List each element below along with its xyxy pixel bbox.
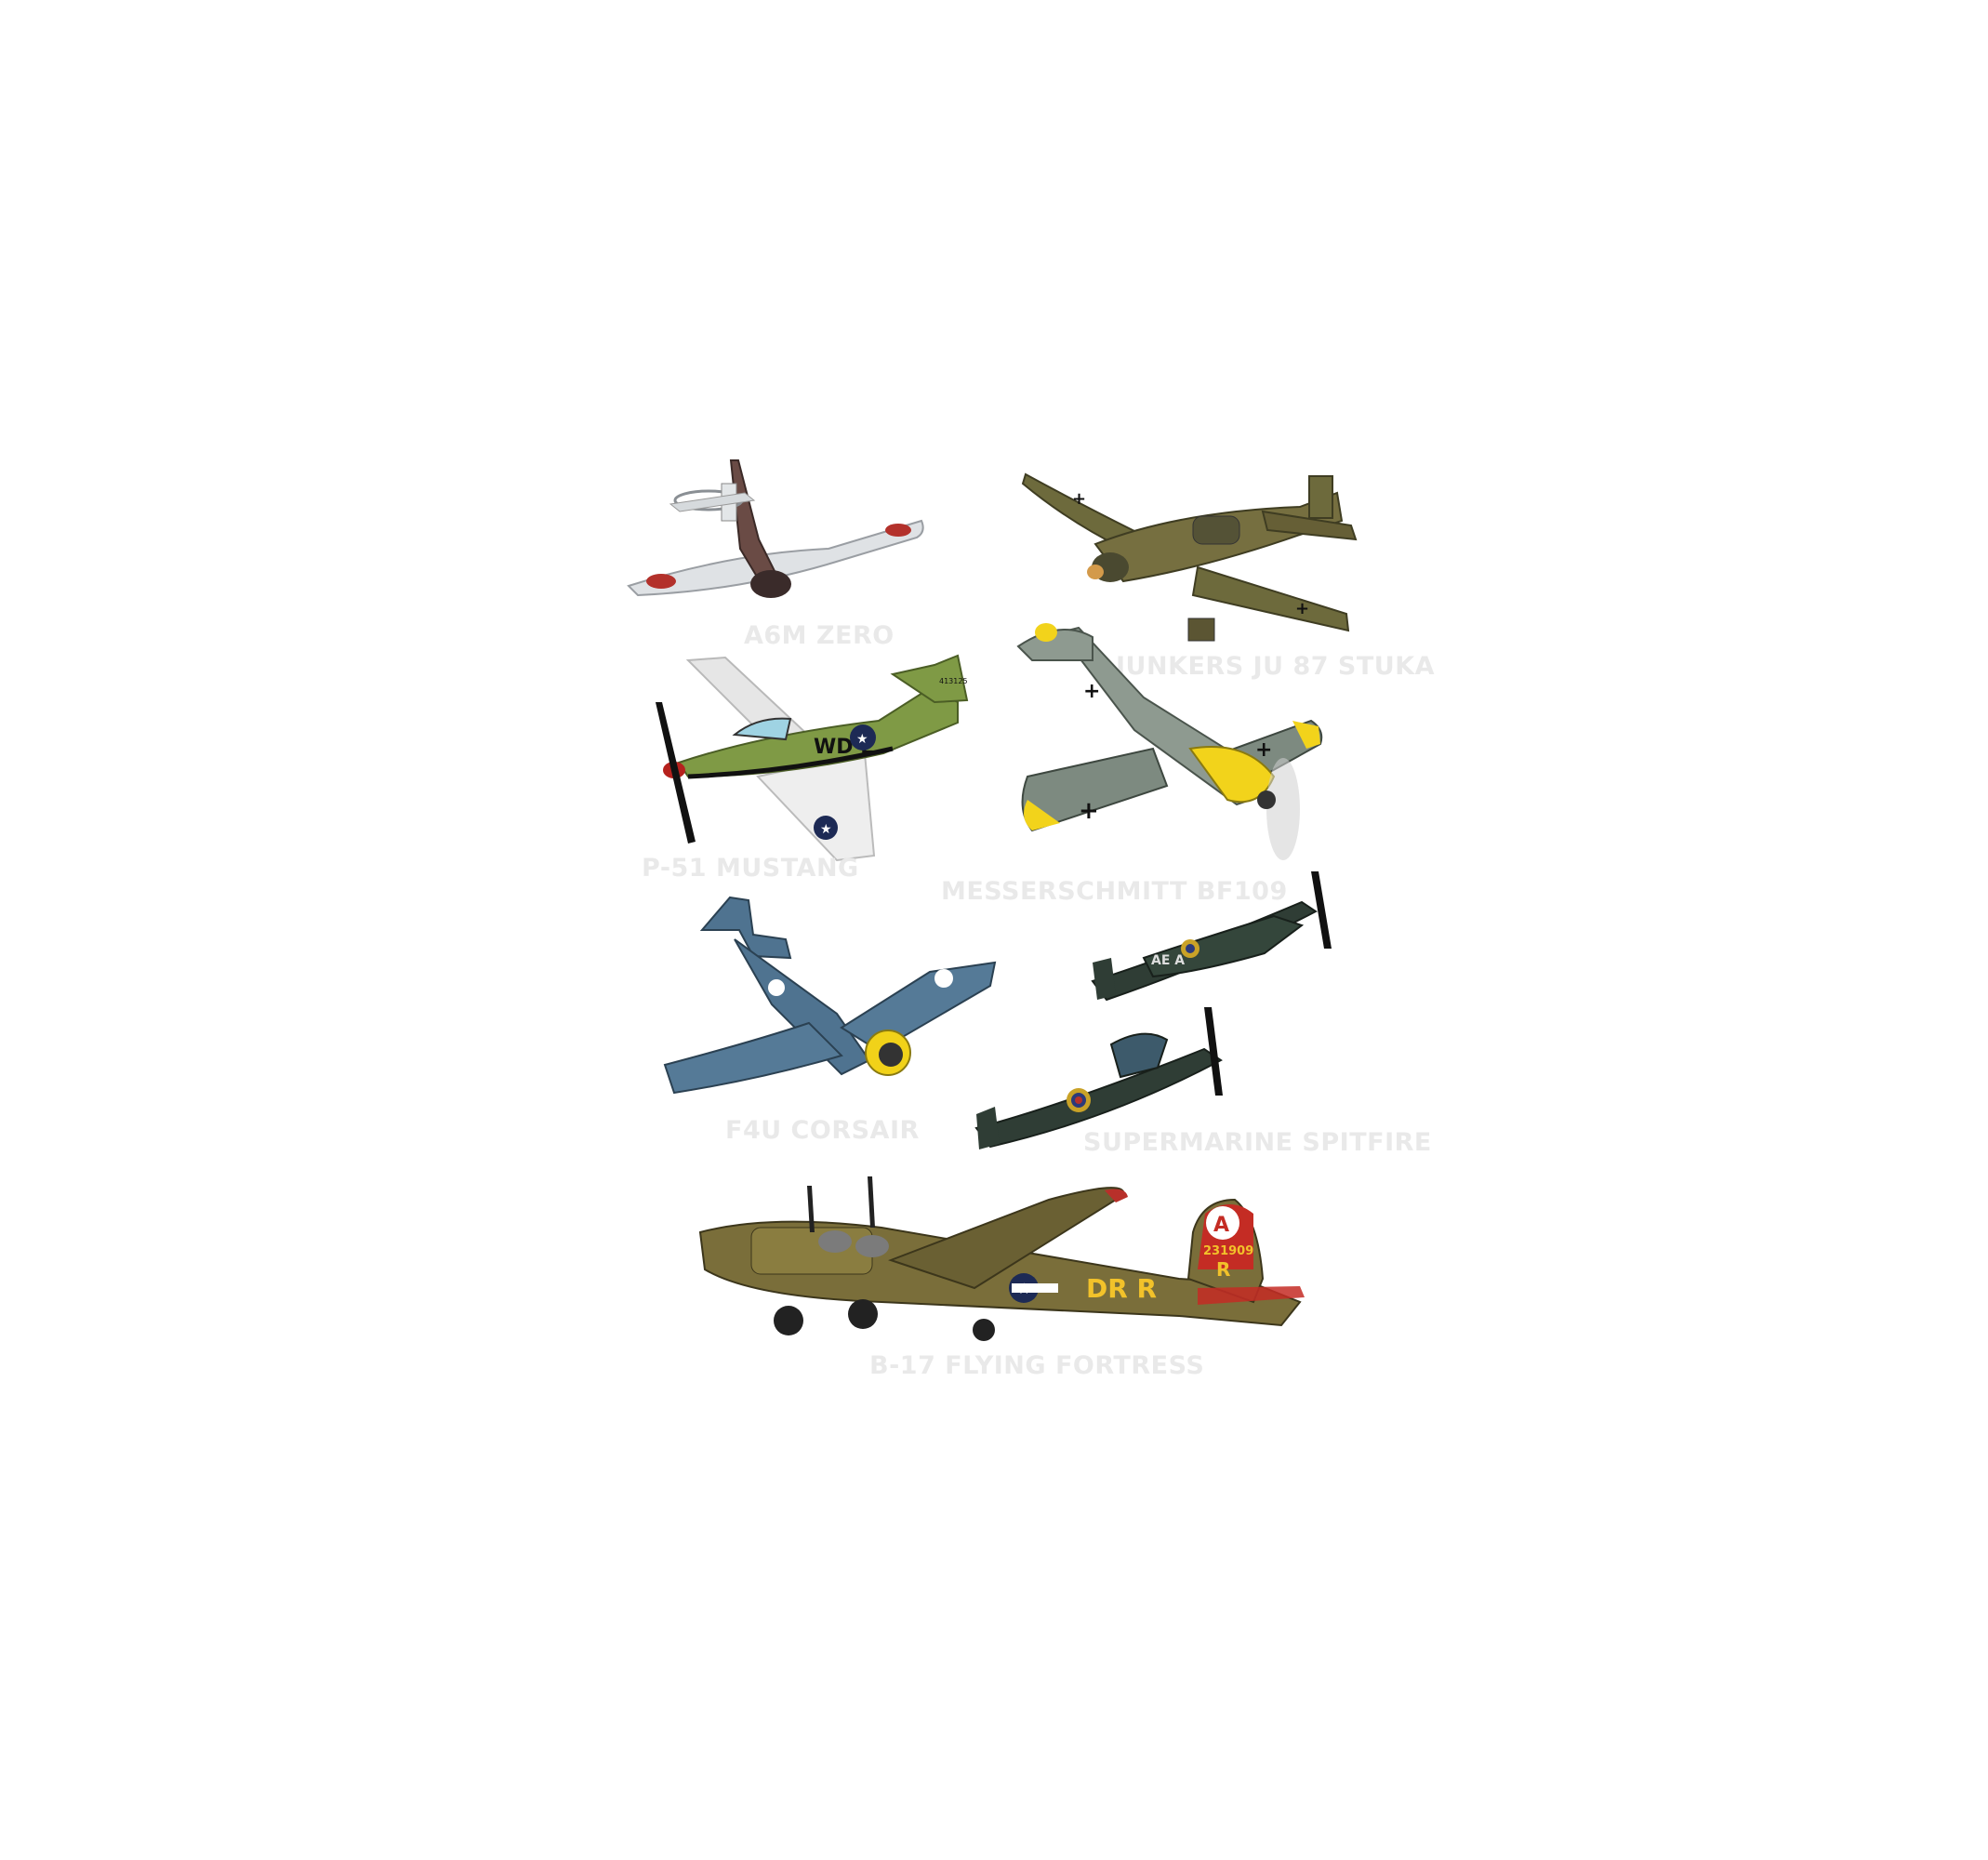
b17-tail-serial: 231909 [1203, 1244, 1253, 1258]
stuka-illustration: + + [1021, 465, 1365, 651]
b17-label: B-17 FLYING FORTRESS [869, 1351, 1205, 1380]
a6m-zero-label: A6M ZERO [744, 621, 895, 650]
spitfire-label: SUPERMARINE SPITFIRE [1083, 1128, 1432, 1157]
bf109-label: MESSERSCHMITT BF109 [941, 877, 1288, 906]
p51-mustang-label: P-51 MUSTANG [642, 854, 859, 883]
svg-text:+: + [1072, 489, 1086, 509]
b17-tail-letter: A [1213, 1214, 1229, 1237]
svg-text:+: + [1083, 680, 1100, 703]
spitfire-illustration-lower [972, 1003, 1237, 1151]
b17-illustration: A 231909 R ★ DR R [696, 1176, 1309, 1348]
stuka-label: JUNKERS JU 87 STUKA [1116, 652, 1436, 681]
svg-text:+: + [1255, 738, 1272, 762]
b17-tail-code: R [1216, 1258, 1230, 1281]
f4u-corsair-illustration [660, 893, 1000, 1095]
svg-text:+: + [1295, 599, 1309, 618]
svg-text:★: ★ [820, 822, 832, 837]
svg-text:★: ★ [1017, 1280, 1030, 1297]
spitfire-code-marking: AE A [1151, 953, 1185, 968]
spitfire-illustration-upper: AE A [1088, 870, 1344, 1004]
p51-serial-marking: 413125 [939, 677, 968, 685]
a6m-zero-illustration [619, 456, 926, 609]
svg-text:★: ★ [856, 732, 868, 747]
bf109-cross-marking: + [1079, 797, 1099, 825]
f4u-corsair-label: F4U CORSAIR [725, 1116, 920, 1145]
bf109-illustration: + + + [1004, 618, 1339, 884]
p51-mustang-illustration: ★ WD L ★ 413125 [651, 646, 976, 870]
b17-fuselage-code: DR R [1086, 1273, 1157, 1304]
